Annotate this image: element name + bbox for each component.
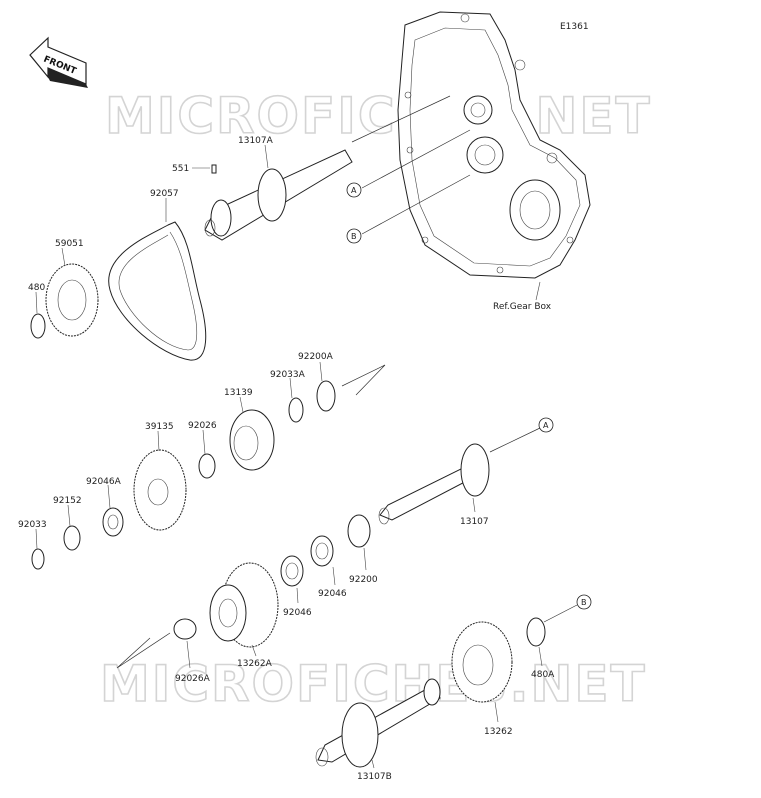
part-39135-label: 39135 <box>145 422 174 432</box>
bearing-92046A <box>102 507 124 537</box>
washer-92200 <box>347 514 371 548</box>
part-92026A-label: 92026A <box>175 674 211 684</box>
part-92046-label-a: 92046 <box>318 589 347 599</box>
diagram-code: E1361 <box>560 22 589 32</box>
chain-92057 <box>108 221 207 361</box>
circlip-480 <box>30 313 46 339</box>
watermark-top: MICROFICHES.NET <box>105 87 652 145</box>
gear-13262 <box>451 621 513 703</box>
sprocket-59051 <box>45 263 99 337</box>
part-480-label: 480 <box>28 283 45 293</box>
part-92152-label: 92152 <box>53 496 82 506</box>
part-92033-label: 92033 <box>18 520 47 530</box>
shaft-13107A <box>204 149 353 241</box>
part-13262A-label: 13262A <box>237 659 273 669</box>
part-92200-label: 92200 <box>349 575 378 585</box>
ref-gear-box-label: Ref.Gear Box <box>493 302 552 312</box>
part-13107B-label: 13107B <box>357 772 392 782</box>
part-92057-label: 92057 <box>150 189 179 199</box>
callout-a2-label: A <box>543 421 549 430</box>
part-92200A-label: 92200A <box>298 352 334 362</box>
part-92033A-label: 92033A <box>270 370 306 380</box>
part-13107-label: 13107 <box>460 517 489 527</box>
part-13262-label: 13262 <box>484 727 513 737</box>
front-arrow-icon: FRONT <box>29 36 88 88</box>
part-13107A-label: 13107A <box>238 136 274 146</box>
watermark-bottom: MICROFICHES.NET <box>100 655 647 713</box>
callout-a-circle <box>346 182 362 198</box>
part-92046A-label: 92046A <box>86 477 122 487</box>
part-480A-label: 480A <box>531 670 555 680</box>
part-551-label: 551 <box>172 164 189 174</box>
callout-b2-circle <box>576 594 592 610</box>
washer-92152 <box>63 525 81 551</box>
gear-13262A <box>209 562 279 648</box>
shaft-13107B <box>315 678 441 768</box>
gear-box-housing <box>397 11 591 279</box>
part-13139-label: 13139 <box>224 388 253 398</box>
clip-92033 <box>31 548 45 570</box>
callout-b-label: B <box>351 232 357 241</box>
part-92046-label-b: 92046 <box>283 608 312 618</box>
part-59051-label: 59051 <box>55 239 84 249</box>
callout-a2-circle <box>538 417 554 433</box>
circlip-480A <box>526 617 546 647</box>
callout-b-circle <box>346 228 362 244</box>
bearing-92046-b <box>280 555 304 587</box>
washer-92200A <box>316 380 336 412</box>
gear-39135 <box>133 449 187 531</box>
part-92026-label: 92026 <box>188 421 217 431</box>
dog-13139 <box>229 409 275 471</box>
callout-b2-label: B <box>581 598 587 607</box>
callout-a-label: A <box>351 186 357 195</box>
shaft-13107 <box>378 443 490 525</box>
pin-551 <box>211 164 217 174</box>
clip-92033A <box>288 397 304 423</box>
washer-92026 <box>198 453 216 479</box>
washer-92026A <box>173 618 197 640</box>
bearing-92046-a <box>310 535 334 567</box>
